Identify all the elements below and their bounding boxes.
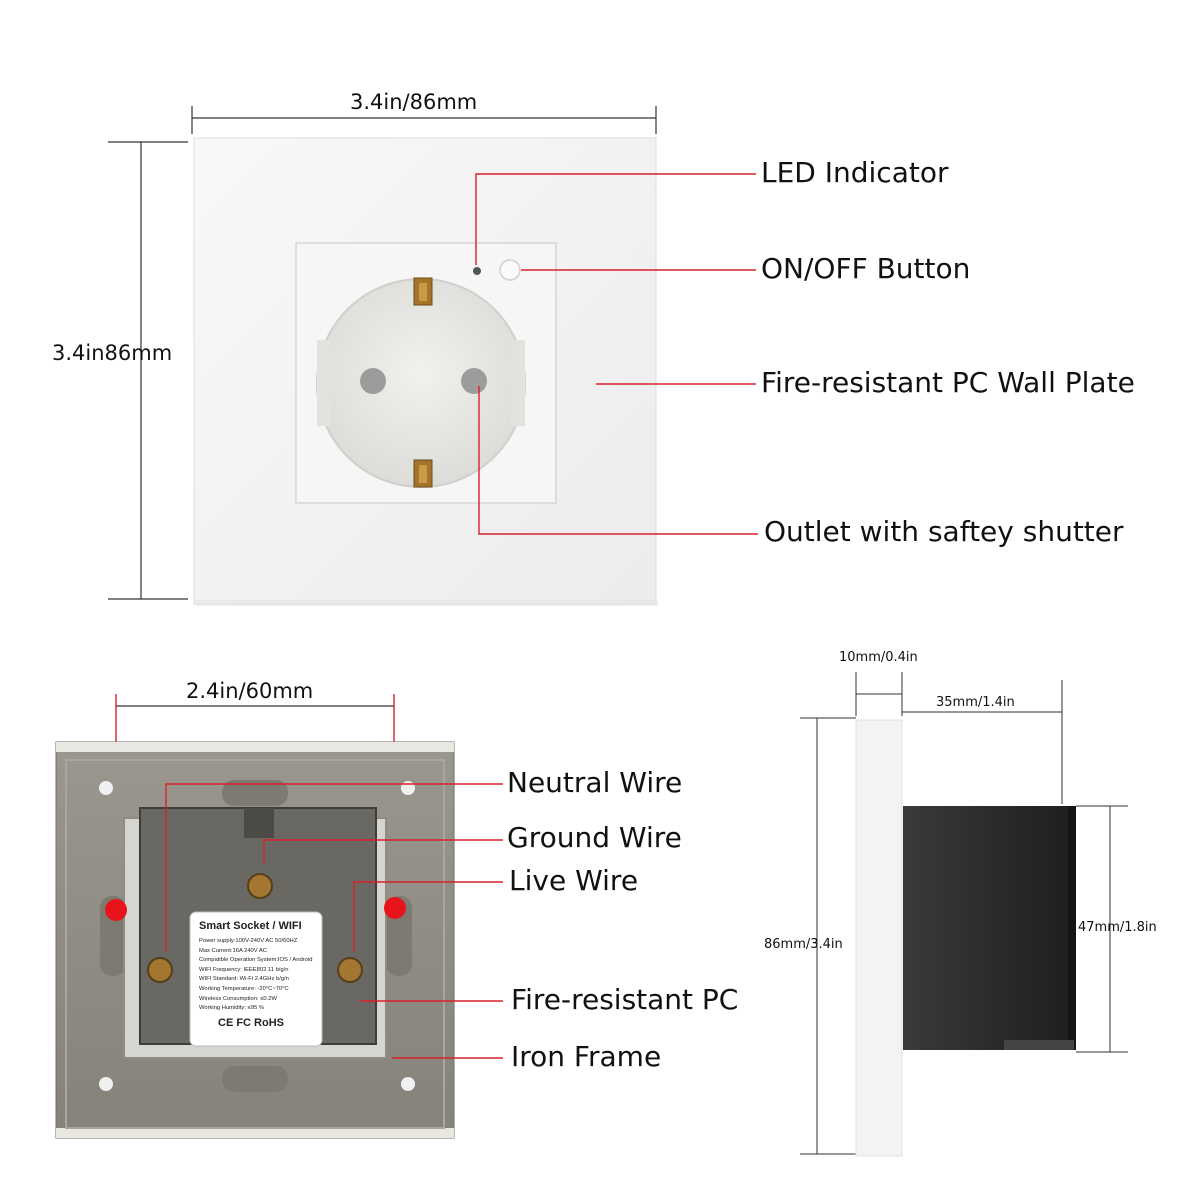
pin-hole-right bbox=[461, 368, 487, 394]
callout-wall-plate: Fire-resistant PC Wall Plate bbox=[761, 366, 1135, 399]
product-label-line: Power supply:100V-240V AC 50/60HZ bbox=[199, 938, 298, 944]
callout-live-wire: Live Wire bbox=[509, 864, 639, 897]
callout-ground-wire: Ground Wire bbox=[507, 821, 682, 854]
front-width-label: 3.4in/86mm bbox=[350, 90, 478, 114]
back-width-label: 2.4in/60mm bbox=[186, 679, 314, 703]
callout-outlet-shutter: Outlet with saftey shutter bbox=[764, 515, 1124, 548]
product-label-line: WIFI Frequency: IEEE802.11 b/g/n bbox=[199, 966, 289, 973]
product-label-line: Max Current:16A 240V AC bbox=[199, 947, 267, 954]
product-label-line: Working Temperature: -20°C~70°C bbox=[199, 985, 289, 992]
product-label-title: Smart Socket / WIFI bbox=[199, 920, 302, 932]
mount-holes bbox=[99, 781, 415, 1091]
front-height-dimension bbox=[108, 141, 188, 600]
back-callout-lines bbox=[165, 783, 503, 1059]
side-body-height-label: 47mm/1.8in bbox=[1078, 920, 1157, 935]
neutral-marker bbox=[105, 899, 127, 921]
product-label-line: Compatible Operation System:IOS / Androi… bbox=[199, 957, 313, 964]
live-marker bbox=[384, 897, 406, 919]
product-label-line: WIFI Standard: Wi-Fi 2.4GHz b/g/n bbox=[199, 976, 289, 983]
led-indicator bbox=[473, 267, 481, 275]
callout-fire-resistant-pc: Fire-resistant PC bbox=[511, 983, 739, 1016]
front-width-dimension bbox=[191, 106, 657, 134]
product-label-line: Wireless Consumption: ≤0.2W bbox=[199, 995, 277, 1002]
side-body bbox=[903, 806, 1075, 1050]
product-label bbox=[189, 911, 323, 1047]
side-plate-height-label: 86mm/3.4in bbox=[764, 937, 843, 952]
callout-led-indicator: LED Indicator bbox=[761, 156, 949, 189]
side-dimensions bbox=[800, 672, 1128, 1155]
front-height-label: 3.4in86mm bbox=[52, 341, 173, 365]
on-off-button bbox=[499, 259, 521, 281]
callout-on-off-button: ON/OFF Button bbox=[761, 252, 971, 285]
callout-neutral-wire: Neutral Wire bbox=[507, 766, 683, 799]
side-plate-thickness-label: 10mm/0.4in bbox=[839, 650, 918, 665]
product-label-lines: Power supply:100V-240V AC 50/60HZ Max Cu… bbox=[199, 937, 319, 1014]
outlet-cup bbox=[316, 278, 526, 488]
product-label-line: Working Humidity: ≤95 % bbox=[199, 1005, 264, 1012]
side-body-depth-label: 35mm/1.4in bbox=[936, 695, 1015, 710]
callout-iron-frame: Iron Frame bbox=[511, 1040, 662, 1073]
product-label-marks: CE FC RoHS bbox=[218, 1017, 284, 1029]
front-callout-lines bbox=[475, 173, 758, 535]
pin-hole-left bbox=[360, 368, 386, 394]
side-plate bbox=[855, 719, 903, 1157]
